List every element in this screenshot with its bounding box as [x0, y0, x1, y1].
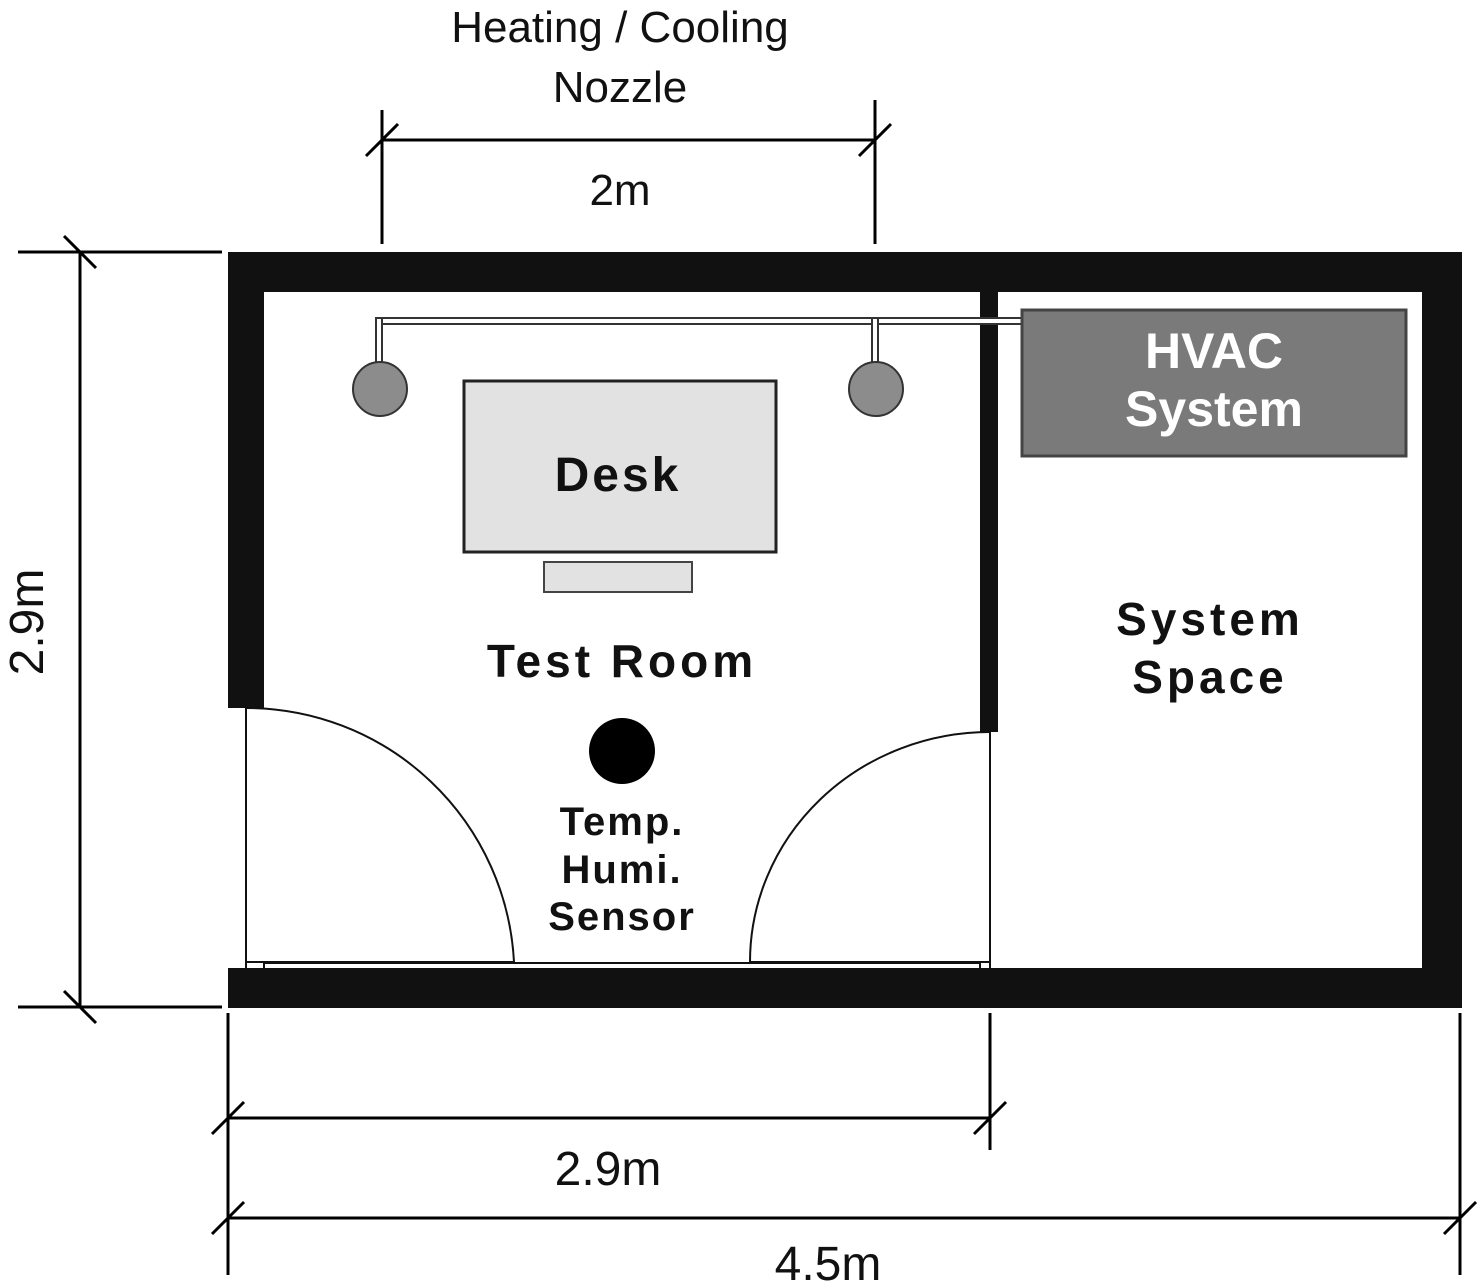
width-dimensions: 2.9m 4.5m — [210, 1013, 1478, 1287]
test-room-width-label: 2.9m — [555, 1143, 662, 1196]
nozzle-title-line2: Nozzle — [553, 63, 688, 112]
chair — [543, 561, 693, 593]
nozzle-right — [848, 361, 904, 417]
hvac-label-line2: System — [1125, 381, 1303, 437]
total-width-label: 4.5m — [775, 1238, 882, 1287]
sensor-label-line2: Humi. — [561, 848, 682, 892]
system-space-label-line2: Space — [1132, 651, 1288, 703]
left-wall — [228, 252, 264, 708]
sensor-label-line3: Sensor — [548, 895, 696, 939]
test-room-label: Test Room — [487, 635, 757, 687]
left-door — [245, 706, 515, 963]
nozzle-title-line1: Heating / Cooling — [451, 3, 789, 52]
right-door — [749, 731, 991, 963]
desk: Desk — [462, 379, 778, 593]
temp-humidity-sensor: Temp. Humi. Sensor — [548, 718, 696, 939]
nozzle-left — [352, 361, 408, 417]
desk-label: Desk — [555, 449, 682, 502]
hvac-system: HVAC System — [1020, 308, 1408, 458]
right-wall — [1422, 252, 1462, 1008]
sensor-dot — [589, 718, 655, 784]
nozzle-spacing-label: 2m — [589, 166, 650, 215]
height-dimension: 2.9m — [1, 234, 222, 1025]
height-label: 2.9m — [1, 569, 54, 676]
hvac-label-line1: HVAC — [1145, 323, 1283, 379]
top-wall — [228, 252, 1462, 292]
walls — [228, 252, 1462, 1008]
partition-wall — [980, 252, 998, 732]
system-space-label-line1: System — [1116, 593, 1304, 645]
nozzle-pipe — [375, 317, 1025, 365]
nozzle-dimension: 2m — [364, 100, 893, 244]
bottom-wall — [228, 968, 1462, 1008]
sensor-label-line1: Temp. — [560, 800, 685, 844]
